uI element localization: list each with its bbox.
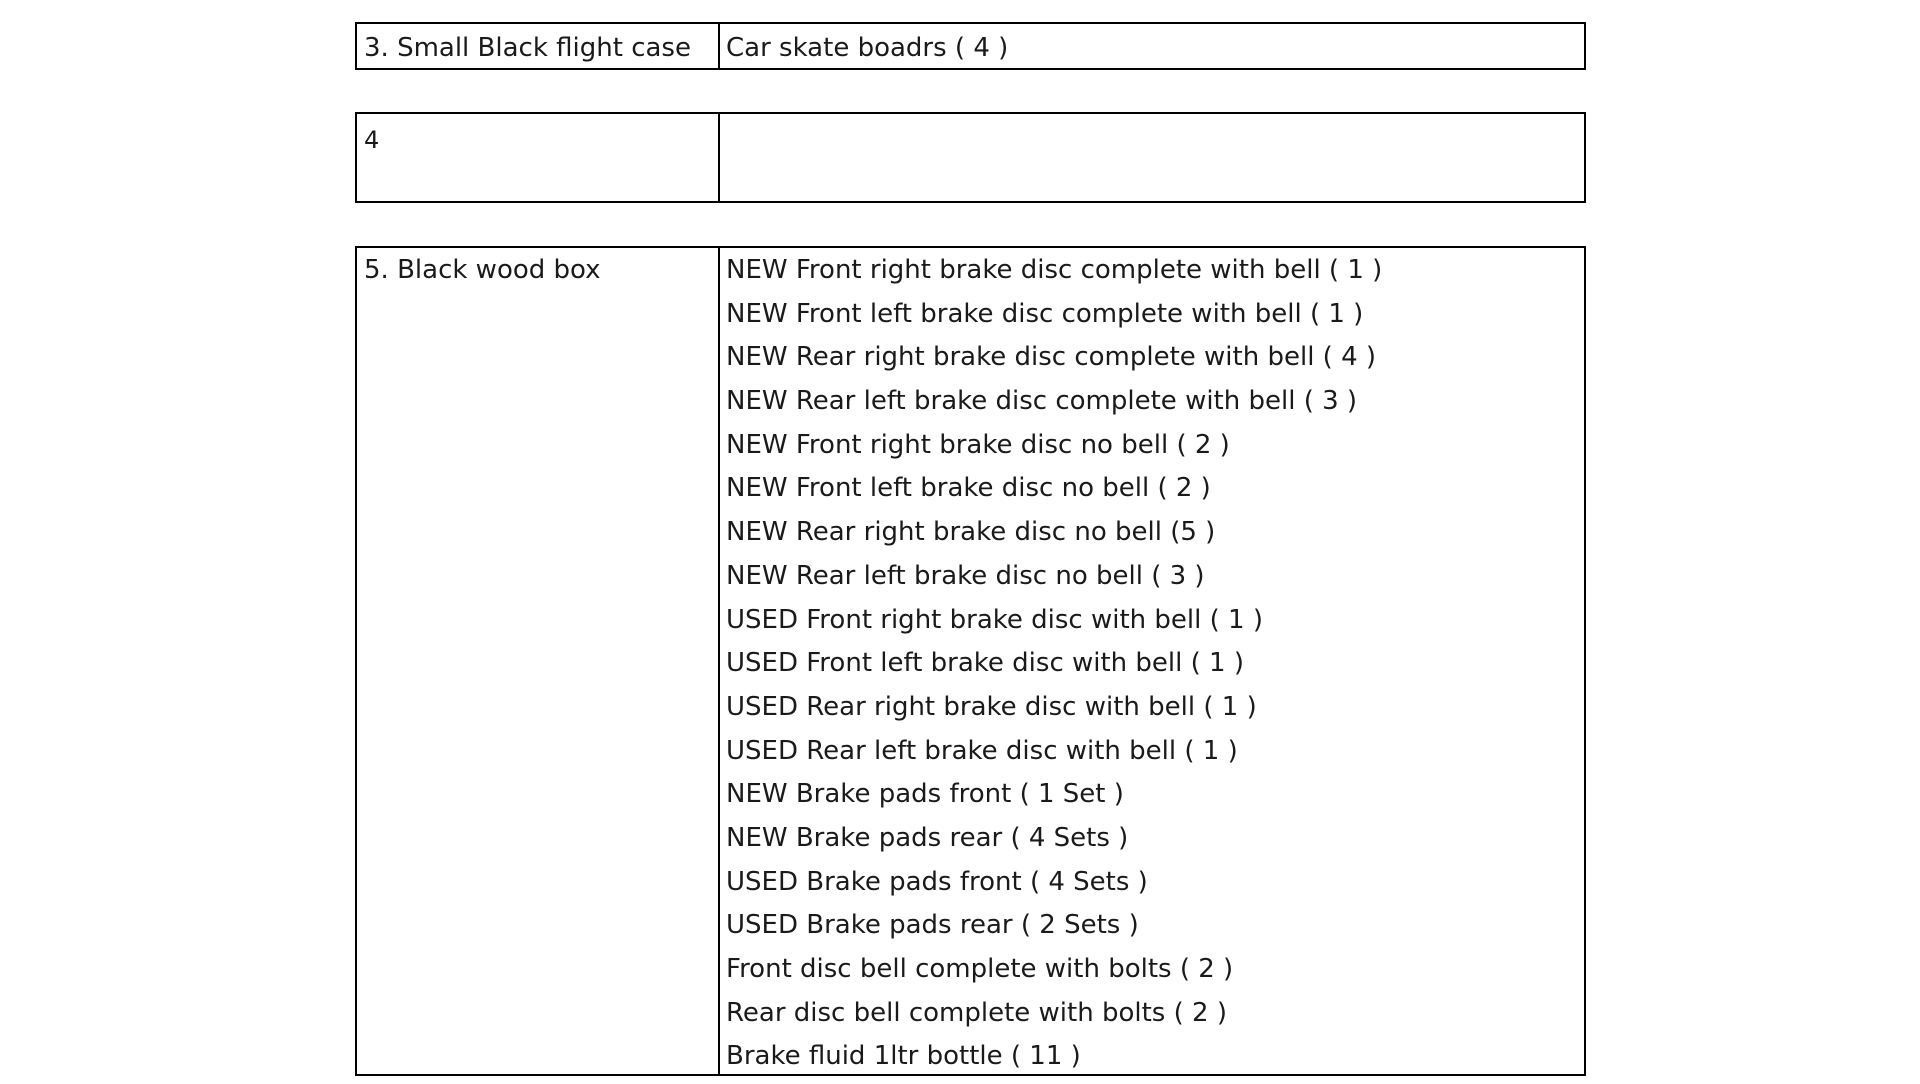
list-item: USED Front left brake disc with bell ( 1… [726, 648, 1244, 679]
list-item: NEW Rear right brake disc complete with … [726, 342, 1377, 373]
list-item: NEW Front right brake disc no bell ( 2 ) [726, 429, 1230, 460]
list-item: NEW Brake pads front ( 1 Set ) [726, 779, 1124, 810]
section-5-label: 5. Black wood box [357, 248, 720, 1074]
list-item: Rear disc bell complete with bolts ( 2 ) [726, 997, 1227, 1028]
list-item: NEW Rear left brake disc no bell ( 3 ) [726, 560, 1205, 591]
list-item: USED Rear left brake disc with bell ( 1 … [726, 735, 1238, 766]
list-item: NEW Front left brake disc no bell ( 2 ) [726, 473, 1211, 504]
list-item: Front disc bell complete with bolts ( 2 … [726, 954, 1234, 984]
list-item: USED Brake pads rear ( 2 Sets ) [726, 910, 1139, 941]
list-item: NEW Front left brake disc complete with … [726, 298, 1364, 329]
list-item: USED Front right brake disc with bell ( … [726, 604, 1263, 635]
section-3-table: 3. Small Black flight case Car skate boa… [355, 22, 1586, 70]
section-3-contents: Car skate boadrs ( 4 ) [720, 24, 1584, 68]
list-item: USED Brake pads front ( 4 Sets ) [726, 866, 1148, 897]
list-item: NEW Rear right brake disc no bell (5 ) [726, 517, 1216, 548]
section-3-label: 3. Small Black flight case [357, 24, 720, 68]
section-4-label: 4 [357, 114, 720, 201]
list-item: NEW Rear left brake disc complete with b… [726, 386, 1358, 417]
section-4-table: 4 [355, 112, 1586, 203]
list-item: NEW Brake pads rear ( 4 Sets ) [726, 822, 1129, 853]
section-5-table: 5. Black wood box NEW Front right brake … [355, 246, 1586, 1076]
list-item: Brake fluid 1ltr bottle ( 11 ) [726, 1041, 1081, 1072]
list-item: NEW Front right brake disc complete with… [726, 255, 1383, 285]
section-5-contents: NEW Front right brake disc complete with… [720, 248, 1584, 1074]
section-4-contents [720, 114, 1584, 201]
list-item: USED Rear right brake disc with bell ( 1… [726, 691, 1257, 722]
list-item: Car skate boadrs ( 4 ) [726, 33, 1009, 63]
